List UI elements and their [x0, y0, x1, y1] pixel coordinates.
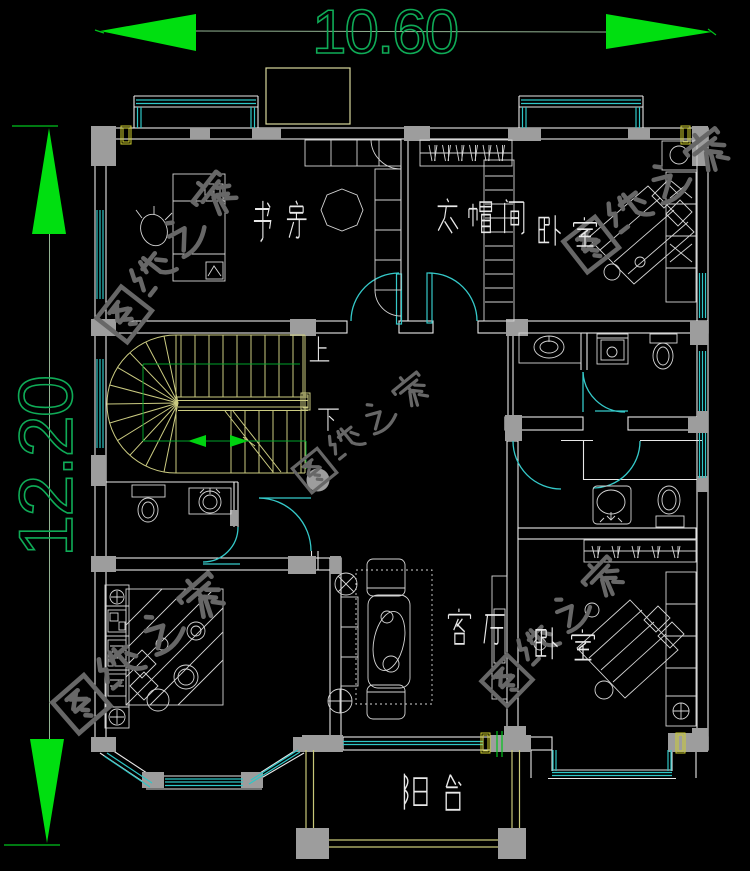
svg-text:10.60: 10.60 — [312, 0, 458, 67]
svg-text:12.20: 12.20 — [4, 377, 89, 557]
